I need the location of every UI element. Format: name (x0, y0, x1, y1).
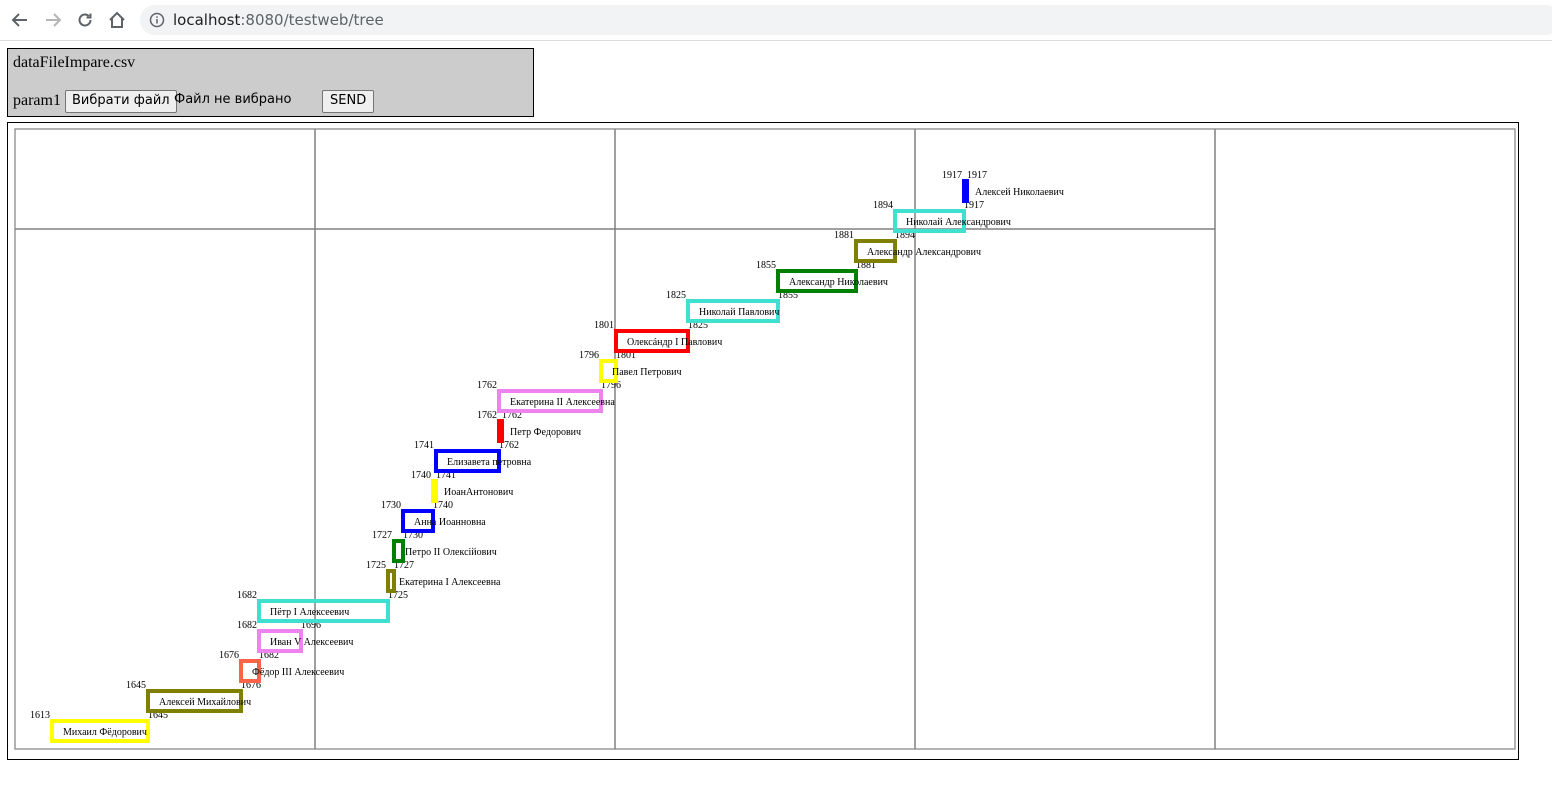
reign-name-label: Алексей Николаевич (975, 187, 1064, 198)
reign-name-label: ИоанАнтонович (444, 487, 513, 498)
reign-end-year: 1727 (394, 560, 414, 571)
reign-start-year: 1881 (834, 230, 854, 241)
reign-bar (50, 719, 150, 743)
reign-bar (686, 299, 780, 323)
reign-start-year: 1645 (126, 680, 146, 691)
reign-bar (893, 209, 966, 233)
reign-start-year: 1917 (942, 170, 962, 181)
reign-name-label: Фёдор III Алексеевич (252, 667, 344, 678)
address-bar[interactable]: localhost:8080/testweb/tree (140, 5, 1552, 35)
reign-bar (599, 359, 618, 383)
reign-bar (392, 539, 405, 563)
reign-end-year: 1917 (964, 200, 984, 211)
reign-start-year: 1730 (381, 500, 401, 511)
reign-end-year: 1645 (148, 710, 168, 721)
reign-end-year: 1741 (436, 470, 456, 481)
reign-name-label: Петр Федорович (510, 427, 581, 438)
arrow-left-icon (11, 13, 27, 27)
reign-end-year: 1676 (241, 680, 261, 691)
reign-end-year: 1730 (403, 530, 423, 541)
reign-bar (257, 629, 303, 653)
reign-name-label: Алексей Михайлович (159, 697, 251, 708)
reign-end-year: 1825 (688, 320, 708, 331)
forward-button[interactable] (41, 8, 65, 32)
reign-name-label: Михаил Фёдорович (63, 727, 147, 738)
reign-name-label: Николай Павлович (699, 307, 779, 318)
reign-name-label: Олексáндр I Павлович (627, 337, 722, 348)
chart-grid-border (14, 128, 1516, 750)
reign-name-label: Петро II Олексійович (405, 547, 497, 558)
reign-end-year: 1762 (499, 440, 519, 451)
reign-name-label: Александр Николаевич (789, 277, 888, 288)
reign-end-year: 1796 (601, 380, 621, 391)
reign-end-year: 1894 (895, 230, 915, 241)
reign-bar (497, 389, 603, 413)
url-host: localhost (173, 11, 241, 29)
param-label: param1 (13, 92, 61, 109)
reign-start-year: 1740 (411, 470, 431, 481)
reign-start-year: 1801 (594, 320, 614, 331)
reign-name-label: Екатерина I Алексеевна (399, 577, 501, 588)
reign-bar (386, 569, 396, 593)
reign-start-year: 1762 (477, 380, 497, 391)
arrow-right-icon (46, 13, 62, 27)
reign-start-year: 1894 (873, 200, 893, 211)
reign-start-year: 1855 (756, 260, 776, 271)
reign-name-label: Екатерина II Алексеевна (510, 397, 615, 408)
file-name-title: dataFileImpare.csv (13, 54, 136, 71)
reign-bar (614, 329, 690, 353)
reign-bar (401, 509, 435, 533)
reign-start-year: 1796 (579, 350, 599, 361)
reign-start-year: 1762 (477, 410, 497, 421)
reign-name-label: Павел Петрович (612, 367, 682, 378)
reign-start-year: 1682 (237, 590, 257, 601)
reign-bar (962, 179, 969, 203)
send-button[interactable]: SEND (322, 90, 375, 113)
reign-start-year: 1676 (219, 650, 239, 661)
reign-end-year: 1917 (967, 170, 987, 181)
reign-name-label: Анна Иоанновна (414, 517, 486, 528)
reign-name-label: Иван V Алексеевич (270, 637, 353, 648)
choose-file-button[interactable]: Вибрати файл (65, 90, 177, 113)
reign-end-year: 1740 (433, 500, 453, 511)
reign-start-year: 1682 (237, 620, 257, 631)
browser-toolbar: localhost:8080/testweb/tree (0, 0, 1552, 41)
reign-start-year: 1741 (414, 440, 434, 451)
back-button[interactable] (8, 8, 32, 32)
file-status-text: Файл не вибрано (174, 92, 292, 107)
reign-start-year: 1613 (30, 710, 50, 721)
reign-bar (431, 479, 438, 503)
reign-name-label: Елизавета петровна (447, 457, 532, 468)
upload-form: dataFileImpare.csv param1 Вибрати файл Ф… (7, 48, 534, 117)
reload-icon (78, 13, 92, 27)
reign-end-year: 1682 (259, 650, 279, 661)
reign-bar (497, 419, 504, 443)
reign-end-year: 1801 (616, 350, 636, 361)
reign-start-year: 1725 (366, 560, 386, 571)
reign-bar (257, 599, 390, 623)
reign-bar (776, 269, 858, 293)
reign-start-year: 1727 (372, 530, 392, 541)
home-icon (109, 11, 125, 28)
reign-bar (146, 689, 243, 713)
reign-end-year: 1725 (388, 590, 408, 601)
reign-start-year: 1825 (666, 290, 686, 301)
info-icon[interactable] (149, 12, 165, 32)
url-text: localhost:8080/testweb/tree (173, 11, 384, 29)
home-button[interactable] (105, 8, 129, 32)
reign-end-year: 1855 (778, 290, 798, 301)
reign-bar (239, 659, 261, 683)
reign-bar (854, 239, 897, 263)
reign-name-label: Пётр I Алексеевич (270, 607, 349, 618)
reign-bar (434, 449, 501, 473)
reign-end-year: 1696 (301, 620, 321, 631)
reign-name-label: Николай Александрович (906, 217, 1011, 228)
reign-end-year: 1881 (856, 260, 876, 271)
reload-button[interactable] (73, 8, 97, 32)
reign-name-label: Александр Александрович (867, 247, 981, 258)
reign-end-year: 1762 (502, 410, 522, 421)
url-path: :8080/testweb/tree (240, 11, 384, 29)
